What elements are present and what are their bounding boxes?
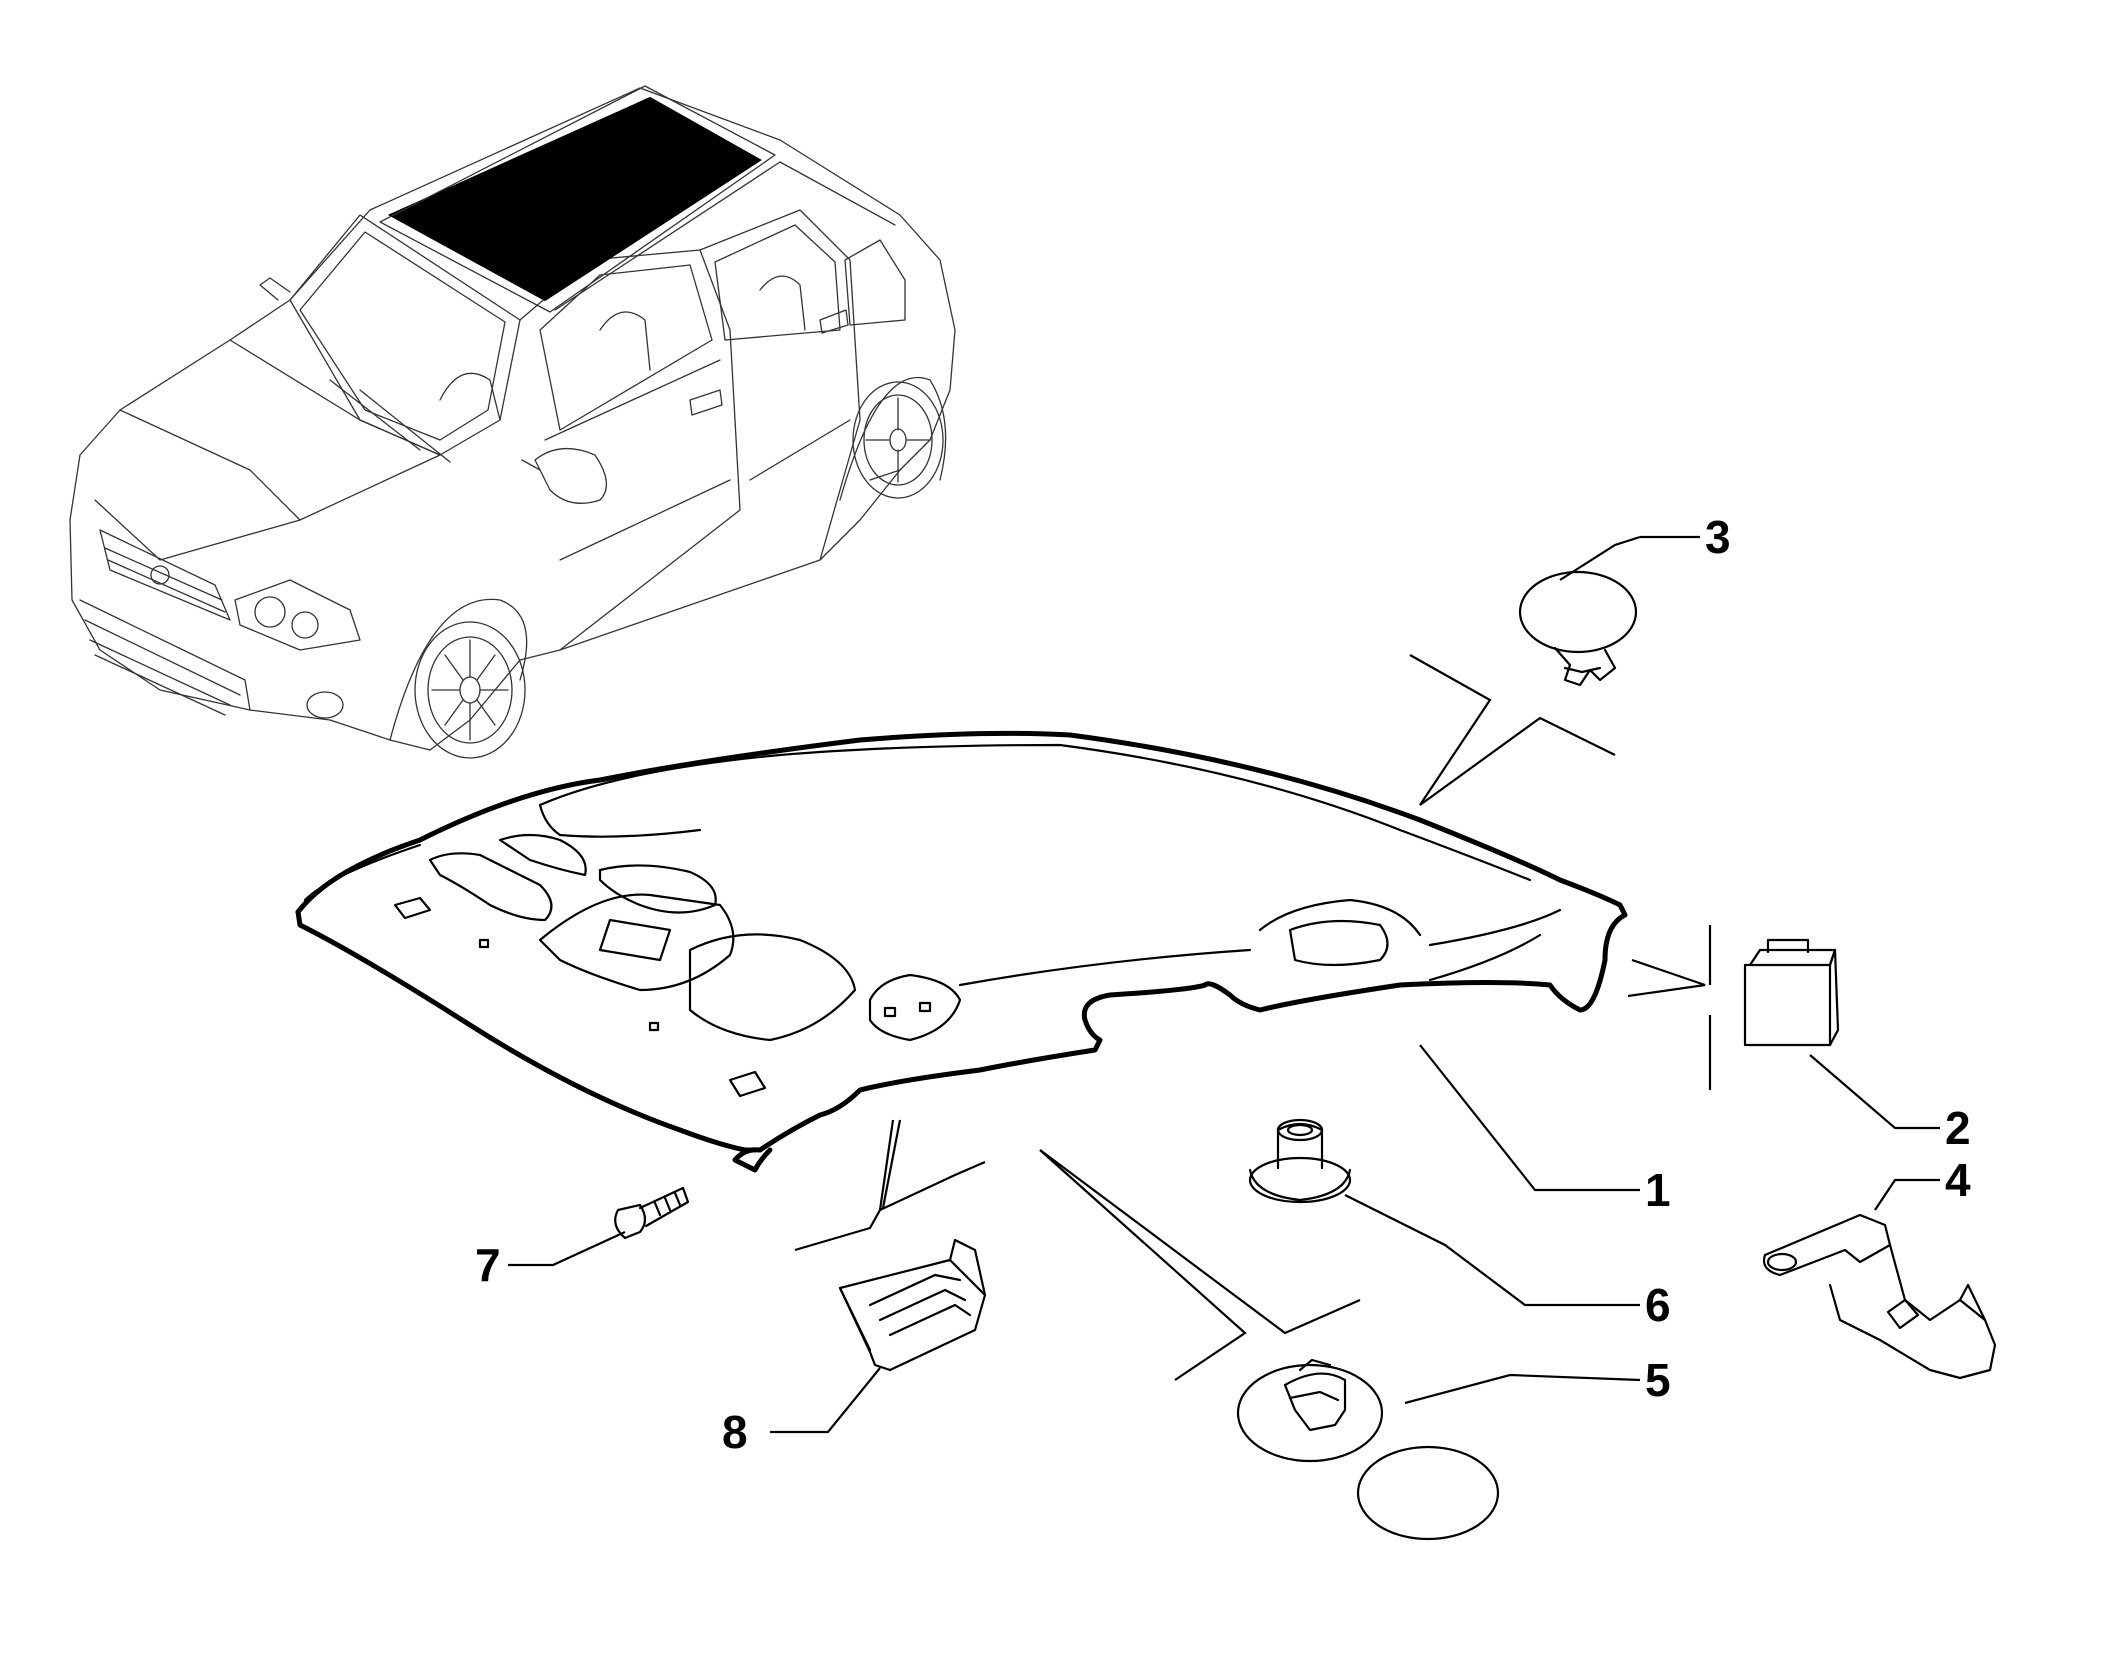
leader-7 bbox=[508, 1231, 626, 1267]
leader-2 bbox=[1809, 1054, 1940, 1130]
leader-4 bbox=[1874, 1178, 1940, 1211]
callout-8: 8 bbox=[722, 1406, 748, 1458]
part-8-clip bbox=[838, 1238, 987, 1372]
headliner bbox=[295, 730, 1628, 1173]
installation-guides bbox=[794, 654, 1712, 1381]
callout-2: 2 bbox=[1945, 1102, 1971, 1154]
part-5-fastener bbox=[1236, 1358, 1500, 1541]
callout-5: 5 bbox=[1645, 1354, 1671, 1406]
leader-8 bbox=[770, 1367, 881, 1434]
callout-7: 7 bbox=[475, 1239, 501, 1291]
leader-1 bbox=[1419, 1044, 1640, 1192]
callout-4: 4 bbox=[1945, 1154, 1971, 1206]
callout-6: 6 bbox=[1645, 1279, 1671, 1331]
leader-3 bbox=[1559, 535, 1700, 581]
car-illustration bbox=[69, 85, 956, 759]
callout-1: 1 bbox=[1645, 1164, 1671, 1216]
callout-labels: 1 2 3 4 5 6 7 8 bbox=[475, 511, 1971, 1458]
leader-6 bbox=[1344, 1194, 1640, 1307]
part-6-grommet bbox=[1248, 1118, 1352, 1204]
part-4-bracket bbox=[1762, 1213, 1997, 1380]
callout-3: 3 bbox=[1705, 511, 1731, 563]
callout-leaders bbox=[508, 535, 1940, 1434]
part-7-screw bbox=[614, 1186, 690, 1240]
leader-5 bbox=[1404, 1373, 1641, 1405]
roof-panel bbox=[387, 96, 762, 302]
part-2-clip bbox=[1743, 938, 1840, 1047]
part-3-clip bbox=[1518, 570, 1638, 687]
